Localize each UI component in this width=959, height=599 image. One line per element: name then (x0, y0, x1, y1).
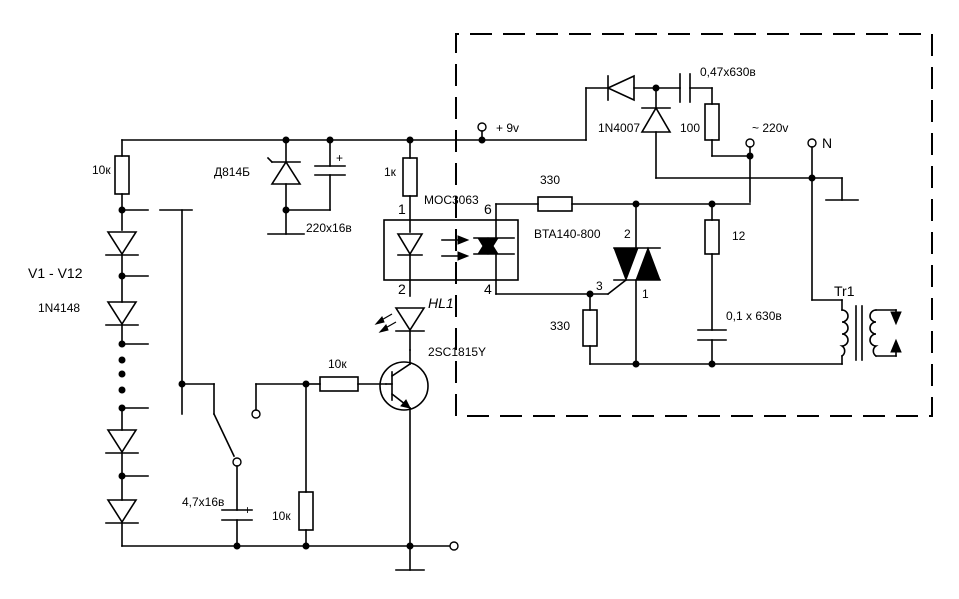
supply-terminal (477, 122, 487, 132)
diode-chain (105, 209, 149, 547)
transistor (379, 349, 429, 547)
label-opto: MOC3063 (424, 193, 479, 207)
label-led: HL1 (428, 295, 454, 311)
label-triac-pin1: 1 (642, 287, 649, 301)
base-network (298, 376, 387, 547)
label-plus-2: + (244, 503, 251, 517)
label-rectifier: 1N4007 (598, 121, 640, 135)
label-opto-pin6: 6 (484, 201, 492, 217)
label-r-bottom: 10к (272, 509, 291, 523)
supply-rail (121, 87, 609, 144)
label-opto-pin2: 2 (398, 281, 406, 297)
label-cap-supply: 220х16в (306, 221, 352, 235)
neutral-line (807, 138, 859, 311)
label-r-base: 10к (328, 357, 347, 371)
triac-circuit (495, 196, 843, 368)
ground-rail (121, 541, 459, 571)
label-plus-1: + (336, 151, 343, 165)
label-r-left: 10к (92, 163, 111, 177)
label-r330-top: 330 (540, 173, 560, 187)
zener-diode (266, 139, 305, 235)
label-cap-047: 0,47х630в (700, 65, 756, 79)
mains-rectifier (606, 73, 813, 203)
label-triac: BTA140-800 (534, 227, 601, 241)
timer-capacitor (221, 465, 253, 550)
label-supply: + 9v (496, 121, 519, 135)
label-diode-type: 1N4148 (38, 301, 80, 315)
label-r330-gate: 330 (550, 319, 570, 333)
label-mains: ~ 220v (752, 121, 788, 135)
label-r12: 12 (732, 229, 746, 243)
optocoupler (383, 203, 519, 297)
label-triac-pin3: 3 (596, 279, 603, 293)
label-neutral: N (822, 135, 832, 151)
label-r-led: 1к (384, 165, 397, 179)
label-transformer: Tr1 (834, 283, 855, 299)
mains-enclosure (455, 33, 933, 417)
led-resistor (402, 139, 418, 233)
label-opto-pin1: 1 (398, 201, 406, 217)
label-cap-timer: 4,7х16в (182, 495, 224, 509)
transformer (839, 305, 902, 361)
label-cap-01: 0,1 х 630в (726, 309, 782, 323)
left-resistor (114, 139, 130, 214)
supply-capacitor (285, 139, 346, 211)
label-zener: Д814Б (214, 165, 250, 179)
label-r100: 100 (680, 121, 700, 135)
label-opto-pin4: 4 (484, 281, 492, 297)
label-diode-chain: V1 - V12 (28, 265, 83, 281)
label-transistor: 2SC1815Y (428, 345, 486, 359)
selector-switch (178, 209, 307, 467)
led-hl1 (374, 307, 426, 351)
label-triac-pin2: 2 (624, 227, 631, 241)
